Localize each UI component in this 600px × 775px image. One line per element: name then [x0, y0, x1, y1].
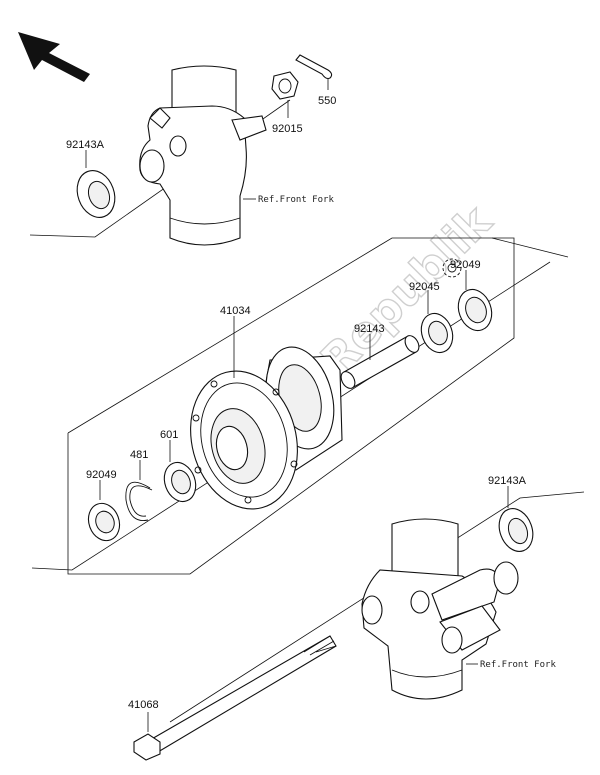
lower-fork-leg: Ref.Front Fork — [169, 491, 585, 723]
label-92049-right: 92049 — [450, 259, 481, 271]
bearing-601: 601 — [160, 429, 197, 503]
collar-92143a-upper: 92143A — [66, 139, 116, 218]
ref-front-fork-lower: Ref.Front Fork — [480, 660, 556, 670]
label-601: 601 — [160, 429, 178, 441]
label-41068: 41068 — [128, 699, 159, 711]
front-direction-arrow-icon — [18, 32, 90, 82]
label-550: 550 — [318, 95, 336, 107]
ref-front-fork-upper: Ref.Front Fork — [258, 195, 334, 205]
gear-icon — [442, 258, 462, 278]
bearing-92045: 92045 — [409, 281, 454, 354]
label-92143: 92143 — [354, 323, 385, 335]
axle-nut-92015: 92015 — [271, 71, 303, 135]
label-41034: 41034 — [220, 305, 251, 317]
spacer-92143: 92143 — [340, 323, 420, 389]
label-92143a-upper: 92143A — [66, 139, 105, 151]
label-92045: 92045 — [409, 281, 440, 293]
label-92049-left: 92049 — [86, 469, 117, 481]
upper-fork-leg: Ref.Front Fork — [29, 65, 334, 246]
hub-41034: 41034 — [190, 305, 343, 510]
label-92143a-lower: 92143A — [488, 475, 527, 487]
collar-92143a-lower: 92143A — [488, 475, 534, 552]
label-92015: 92015 — [272, 123, 303, 135]
cotter-pin-550: 550 — [295, 54, 336, 107]
seal-92049-right: 92049 — [450, 259, 493, 332]
circlip-481: 481 — [125, 449, 153, 522]
label-481: 481 — [130, 449, 148, 461]
seal-92049-left: 92049 — [86, 469, 121, 542]
axle-41068: 41068 — [128, 635, 337, 761]
